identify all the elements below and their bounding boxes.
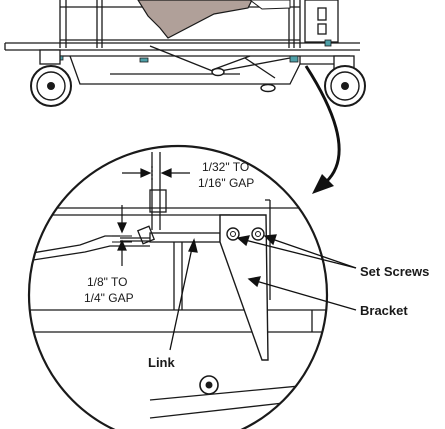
detail-magnified-view — [27, 144, 329, 429]
left-caster-wheel — [30, 49, 72, 107]
right-caster-wheel — [324, 55, 366, 107]
bracket-label: Bracket — [360, 303, 408, 318]
set-screw-left — [226, 227, 240, 241]
callout-arrow — [304, 65, 341, 194]
top-gap-label-line2: 1/16" GAP — [198, 176, 254, 190]
leader-lines — [169, 234, 357, 351]
bed-frame-side-view — [4, 0, 360, 85]
side-gap-label-line1: 1/8" TO — [87, 275, 128, 289]
set-screw-right — [251, 227, 265, 241]
top-gap-label-line1: 1/32" TO — [202, 160, 249, 174]
top-gap-dimension — [122, 166, 190, 182]
set-screws-label: Set Screws — [360, 264, 429, 279]
bracket-plate — [219, 214, 269, 361]
actuator-pivot — [211, 67, 225, 77]
side-gap-label-line2: 1/4" GAP — [84, 291, 134, 305]
bolt-head — [199, 375, 219, 395]
patient-silhouette — [137, 0, 253, 39]
side-gap-dimension — [112, 205, 132, 266]
link-label: Link — [148, 355, 175, 370]
